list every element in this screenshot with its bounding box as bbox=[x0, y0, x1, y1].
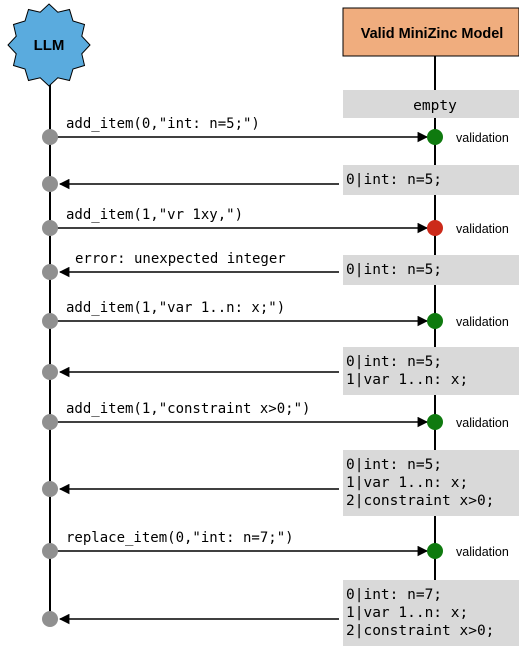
state-box bbox=[343, 255, 519, 285]
validation-error-node bbox=[427, 220, 443, 236]
call-label: add_item(1,"var 1..n: x;") bbox=[66, 300, 285, 316]
llm-call-node bbox=[42, 414, 58, 430]
call-label: replace_item(0,"int: n=7;") bbox=[66, 530, 294, 546]
validation-ok-node bbox=[427, 129, 443, 145]
state-box bbox=[343, 165, 519, 195]
steps-group: add_item(0,"int: n=5;") validation 0|int: … bbox=[42, 116, 519, 646]
validation-label: validation bbox=[456, 545, 509, 559]
model-actor: Valid MiniZinc Model bbox=[342, 7, 519, 57]
llm-reply-node bbox=[42, 364, 58, 380]
llm-star-shape bbox=[7, 3, 91, 87]
llm-call-node bbox=[42, 129, 58, 145]
validation-label: validation bbox=[456, 222, 509, 236]
state-line: 0|int: n=5; bbox=[346, 457, 442, 473]
llm-call-node bbox=[42, 313, 58, 329]
llm-reply-node bbox=[42, 176, 58, 192]
llm-reply-node bbox=[42, 481, 58, 497]
llm-call-node bbox=[42, 220, 58, 236]
call-label: add_item(1,"vr 1xy,") bbox=[66, 207, 243, 223]
call-label: add_item(1,"constraint x>0;") bbox=[66, 401, 310, 417]
state-line: 0|int: n=5; bbox=[346, 354, 442, 370]
llm-label: LLM bbox=[34, 37, 65, 54]
llm-reply-node bbox=[42, 611, 58, 627]
state-box bbox=[343, 580, 519, 646]
state-line: 1|var 1..n: x; bbox=[346, 475, 468, 491]
state-box bbox=[343, 450, 519, 516]
validation-ok-node bbox=[427, 543, 443, 559]
state-box bbox=[343, 347, 519, 395]
llm-reply-node bbox=[42, 264, 58, 280]
state-line: 1|var 1..n: x; bbox=[346, 605, 468, 621]
validation-label: validation bbox=[456, 416, 509, 430]
model-header-box bbox=[342, 7, 519, 57]
state-line: 0|int: n=5; bbox=[346, 262, 442, 278]
state-line: 2|constraint x>0; bbox=[346, 623, 494, 639]
validation-ok-node bbox=[427, 313, 443, 329]
llm-call-node bbox=[42, 543, 58, 559]
state-line: 0|int: n=7; bbox=[346, 587, 442, 603]
state-line: 1|var 1..n: x; bbox=[346, 372, 468, 388]
call-label: add_item(0,"int: n=5;") bbox=[66, 116, 260, 132]
state-line: 0|int: n=5; bbox=[346, 172, 442, 188]
validation-ok-node bbox=[427, 414, 443, 430]
state-box bbox=[343, 90, 519, 118]
validation-label: validation bbox=[456, 131, 509, 145]
reply-label: error: unexpected integer bbox=[75, 251, 286, 267]
model-label: Valid MiniZinc Model bbox=[361, 26, 504, 42]
llm-actor: LLM bbox=[7, 3, 91, 87]
validation-label: validation bbox=[456, 315, 509, 329]
initial-state-label: empty bbox=[413, 98, 457, 114]
initial-state: empty bbox=[343, 90, 519, 118]
state-line: 2|constraint x>0; bbox=[346, 493, 494, 509]
